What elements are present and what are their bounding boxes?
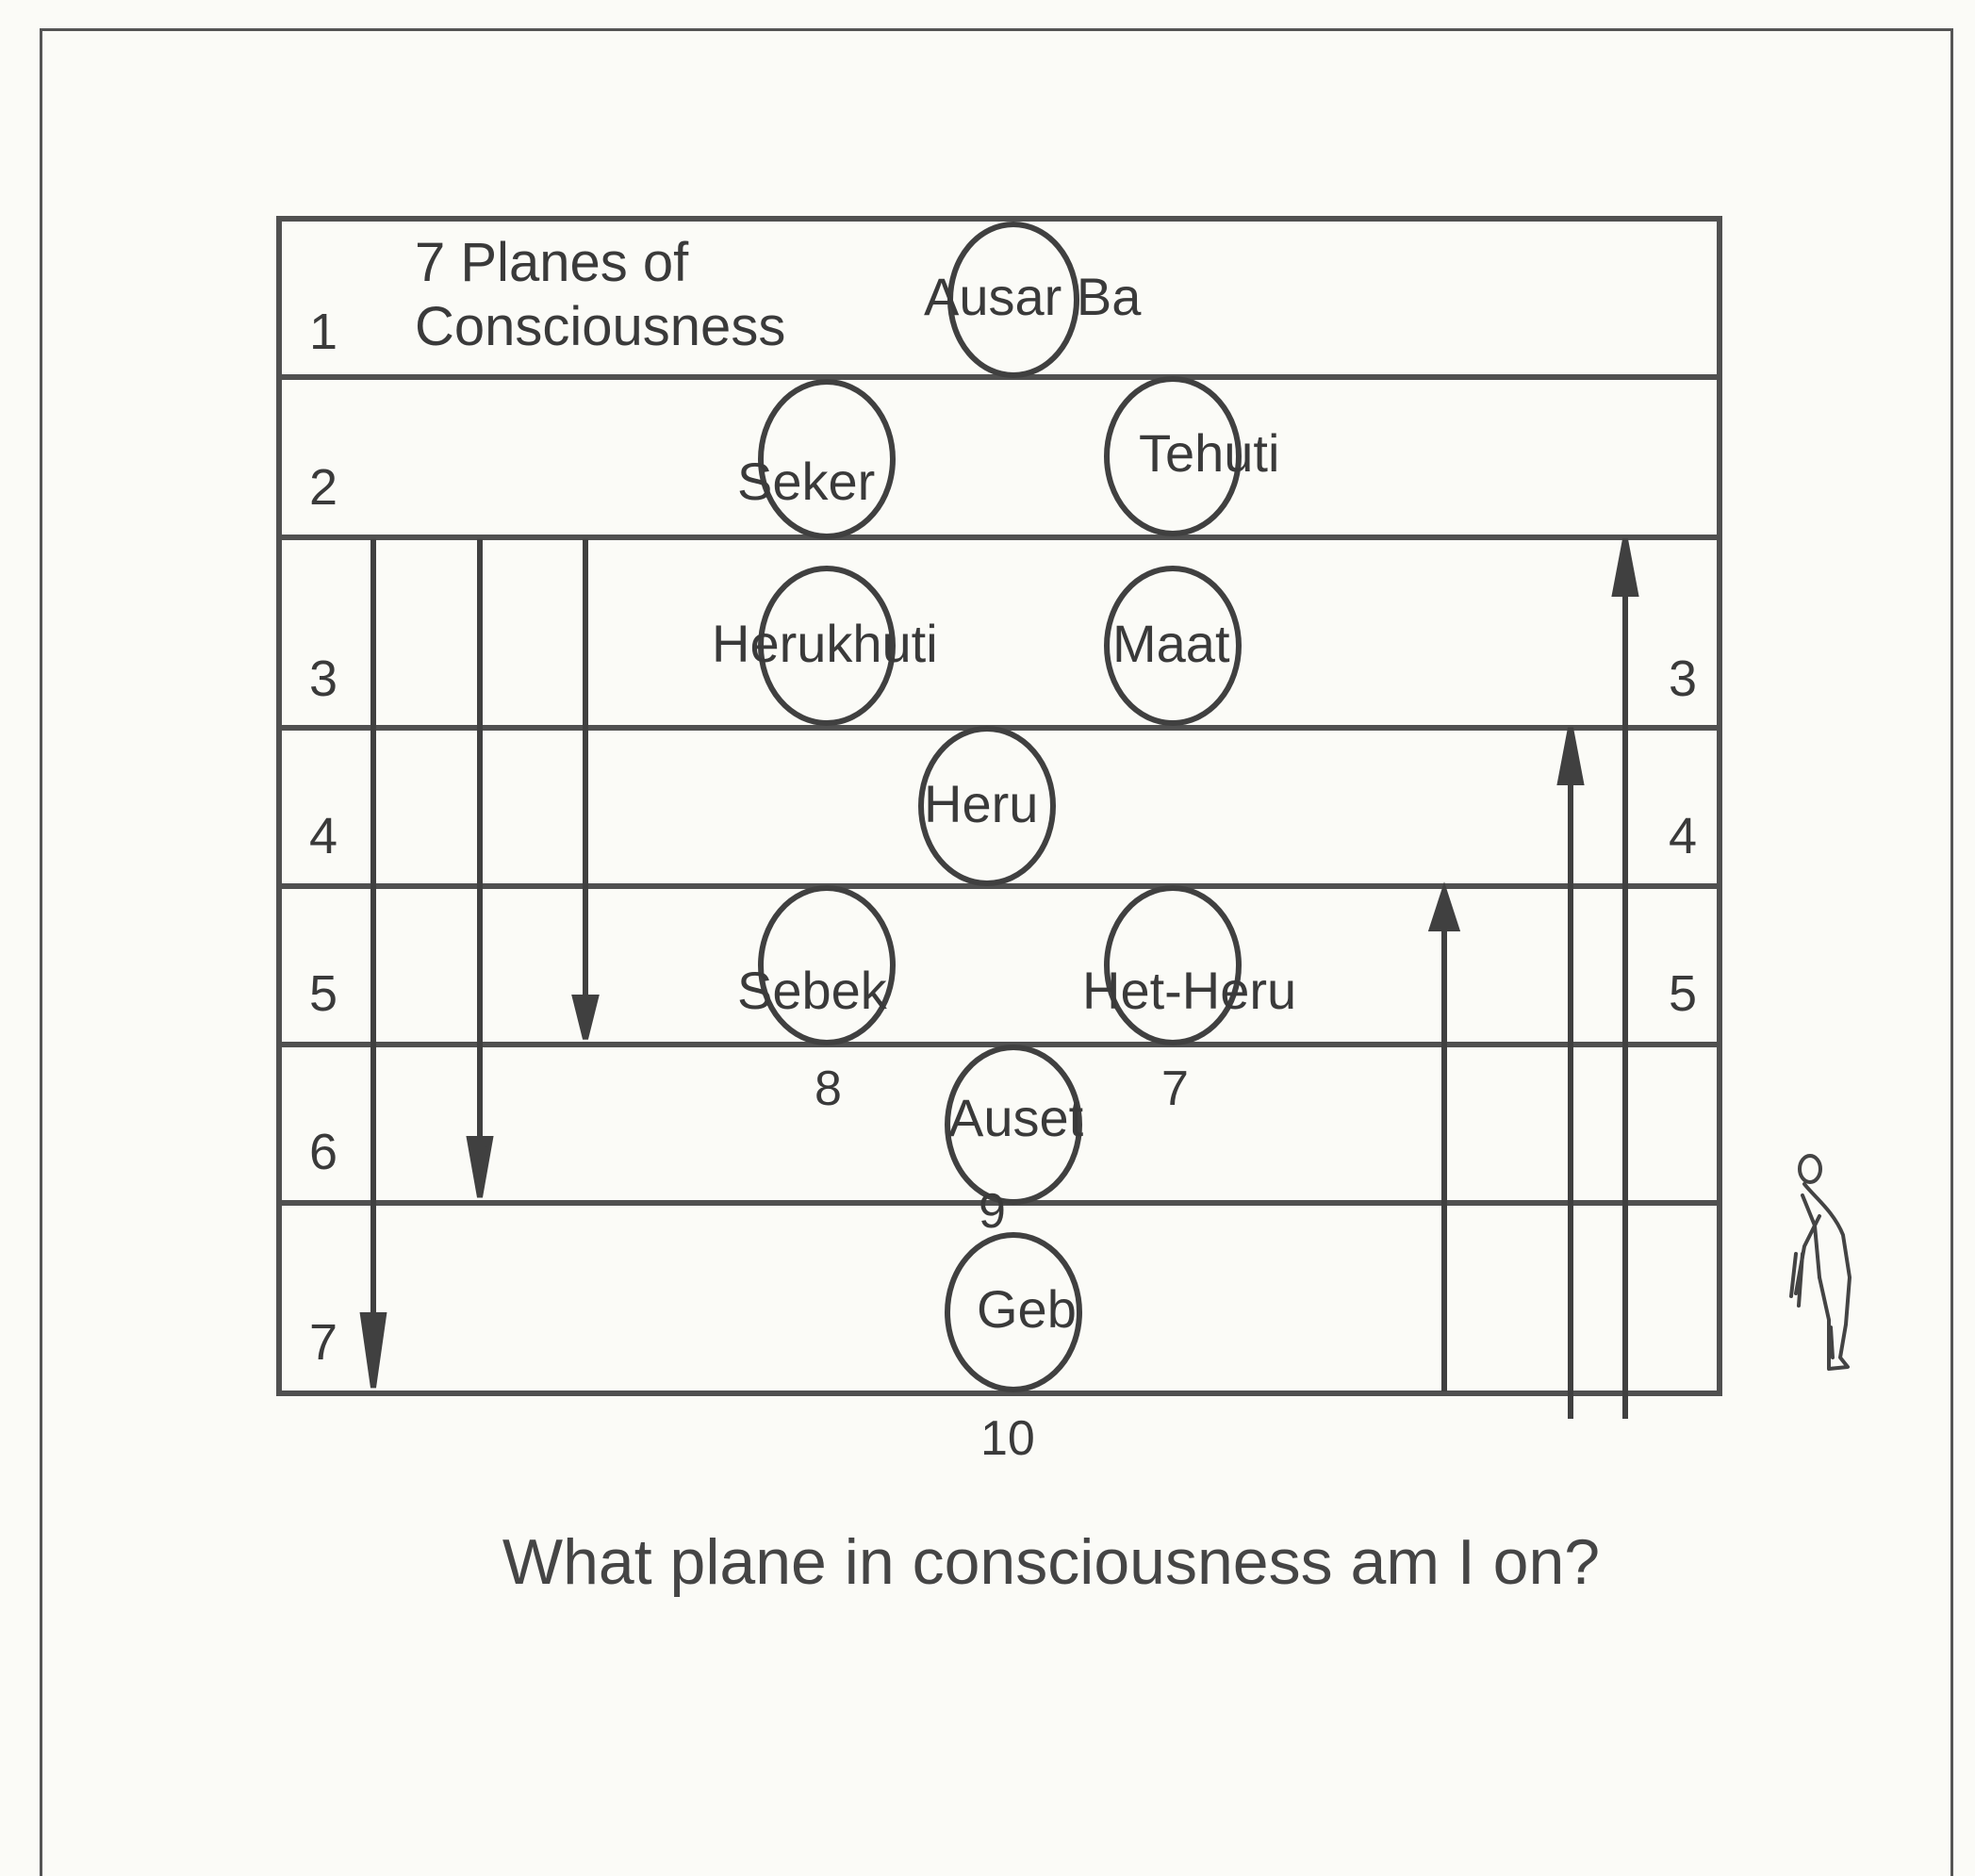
diagram-title-line-1: 7 Planes of <box>415 232 689 293</box>
down-arrows <box>363 539 596 1388</box>
plane-number-1: 1 <box>309 304 337 360</box>
up-arrow-head-2 <box>1560 728 1581 782</box>
plane-number-5: 5 <box>309 965 337 1022</box>
sphere-name-sebek: Sebek <box>737 961 888 1020</box>
right-plane-number-3: 3 <box>1669 650 1697 707</box>
sphere-name-herukhuti: Herukhuti <box>712 614 938 673</box>
sphere-name-heru: Heru <box>924 774 1038 833</box>
plane-number-3: 3 <box>309 650 337 707</box>
plane-number-4: 4 <box>309 808 337 864</box>
sphere-number-7: 7 <box>1161 1061 1189 1116</box>
plane-number-7: 7 <box>309 1314 337 1371</box>
left-plane-numbers: 1 2 3 4 5 6 7 <box>309 304 337 1371</box>
sphere-name-het-heru: Het-Heru <box>1082 961 1296 1020</box>
up-arrow-head-3 <box>1615 539 1636 594</box>
up-arrows <box>1432 539 1636 1419</box>
up-arrow-head-1 <box>1432 891 1457 929</box>
sphere-name-auset: Auset <box>948 1088 1084 1147</box>
bowing-figure-icon <box>1791 1156 1850 1369</box>
diagram-title-line-2: Consciousness <box>415 296 785 357</box>
right-plane-number-5: 5 <box>1669 965 1697 1022</box>
plane-number-6: 6 <box>309 1124 337 1180</box>
sphere-name-tehuti: Tehuti <box>1139 423 1279 483</box>
down-arrow-head-3 <box>575 997 596 1039</box>
sphere-name-ausar-ba: Ausar Ba <box>924 267 1142 326</box>
sphere-name-geb: Geb <box>977 1279 1077 1339</box>
sphere-name-seker: Seker <box>737 452 875 511</box>
plane-number-2: 2 <box>309 459 337 516</box>
right-plane-numbers: 3 4 5 <box>1669 650 1697 1022</box>
down-arrow-head-2 <box>469 1139 490 1197</box>
sphere-number-8: 8 <box>815 1061 842 1116</box>
question-caption: What plane in consciousness am I on? <box>502 1526 1600 1598</box>
sphere-number-10: 10 <box>980 1411 1035 1466</box>
right-plane-number-4: 4 <box>1669 808 1697 864</box>
sphere-name-maat: Maat <box>1112 614 1230 673</box>
sphere-number-9: 9 <box>979 1184 1006 1239</box>
sphere-names: Ausar Ba Seker Tehuti Herukhuti Maat Her… <box>712 267 1296 1339</box>
down-arrow-head-1 <box>363 1315 384 1388</box>
